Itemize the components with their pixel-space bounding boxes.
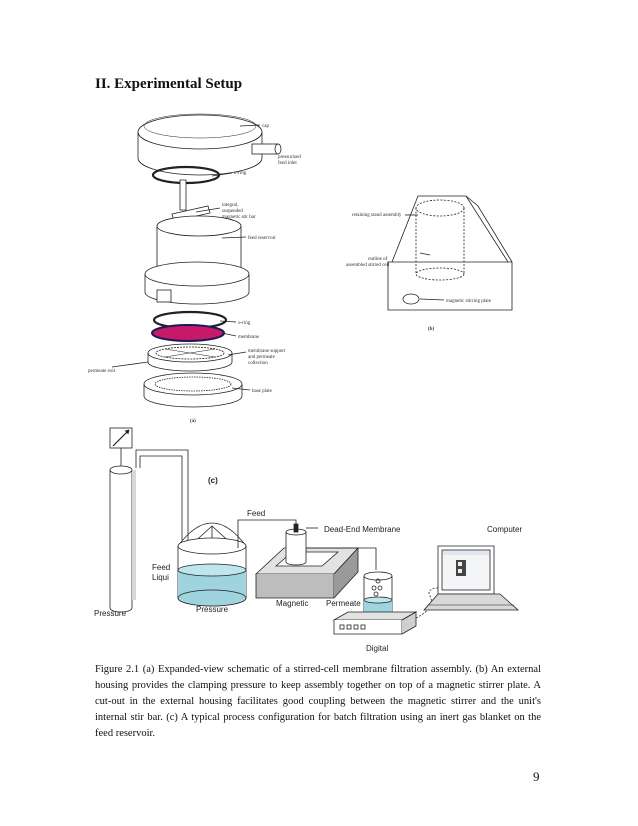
panel-b-labels: retaining stand assembly outline of asse…: [346, 213, 492, 332]
label-membrane: membrane: [238, 335, 260, 340]
label-computer: Computer: [487, 525, 522, 534]
page-number: 9: [533, 769, 540, 784]
panel-b-housing: [387, 195, 513, 311]
label-reservoir: feed reservoir: [248, 236, 276, 241]
panel-a-labels: cap pressurized feed inlet o-ring integr…: [88, 124, 301, 424]
label-stirbar-3: magnetic stir bar: [222, 215, 256, 220]
label-inlet-2: feed inlet: [278, 161, 297, 166]
label-feed-liquid-1: Feed: [152, 563, 170, 572]
label-stirplate: magnetic stirring plate: [446, 299, 492, 304]
label-feed: Feed: [247, 509, 265, 518]
panel-c-process: [109, 427, 520, 635]
label-digital: Digital: [366, 644, 388, 653]
label-feed-liquid-2: Liqui: [152, 573, 169, 582]
section-heading: II. Experimental Setup: [95, 76, 243, 92]
label-support-1: membrane support: [248, 349, 286, 354]
label-permeate: Permeate: [326, 599, 361, 608]
label-support-2: and permeate: [248, 355, 276, 360]
figure-caption: Figure 2.1 (a) Expanded-view schematic o…: [95, 664, 541, 739]
panel-c-label: (c): [208, 476, 218, 485]
label-stirbar-2: suspended: [222, 209, 243, 214]
label-stirbar-1: integral,: [222, 203, 239, 208]
label-permeate-exit: permeate exit: [88, 369, 116, 374]
panel-b-label: (b): [428, 327, 434, 332]
label-magnetic: Magnetic: [276, 599, 308, 608]
panel-c-labels: (c) Feed Dead-End Membrane Computer Feed…: [94, 476, 522, 653]
panel-a-label: (a): [190, 419, 196, 424]
label-cap: cap: [262, 124, 269, 129]
label-support-3: collection: [248, 361, 268, 366]
label-pressure-vessel: Pressure: [196, 605, 229, 614]
label-outline-1: outline of: [368, 257, 388, 262]
panel-a-exploded-cell: [111, 113, 282, 408]
label-oring-top: o-ring: [234, 171, 247, 176]
label-retaining: retaining stand assembly: [352, 213, 402, 218]
label-pressure-tank: Pressure: [94, 609, 127, 618]
label-outline-2: assembled stirred cell: [346, 263, 390, 268]
label-oring-bottom: o-ring: [238, 321, 251, 326]
label-base-plate: base plate: [252, 389, 273, 394]
label-inlet-1: pressurized: [278, 155, 301, 160]
label-dead-end-membrane: Dead-End Membrane: [324, 525, 401, 534]
